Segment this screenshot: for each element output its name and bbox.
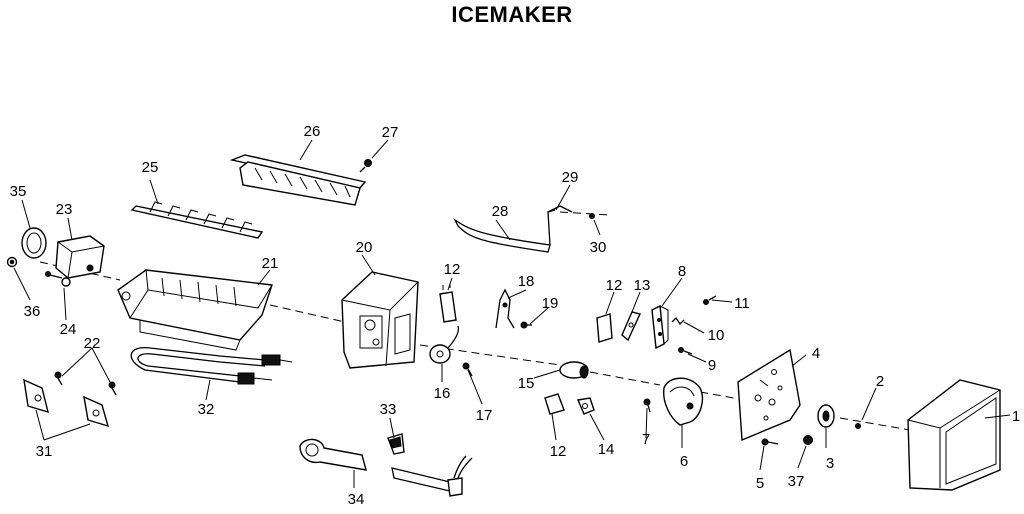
part-7-screw — [643, 398, 651, 413]
part-25-ejector — [130, 201, 264, 239]
callout-1: 1 — [1012, 408, 1020, 425]
part-14-gear — [577, 397, 595, 415]
part-15-thermostat — [559, 361, 589, 379]
part-31-brackets — [23, 378, 110, 428]
callout-30: 30 — [590, 239, 607, 256]
callout-12-right: 12 — [606, 277, 623, 294]
callout-24: 24 — [60, 321, 77, 338]
part-24-screw — [45, 271, 63, 279]
part-30-nut — [589, 213, 595, 219]
part-8-bracket — [651, 304, 669, 350]
callout-3: 3 — [826, 455, 834, 472]
part-19-screw — [520, 321, 532, 329]
part-9-screw — [678, 347, 693, 355]
part-17-screw — [462, 362, 473, 377]
callout-26: 26 — [304, 123, 321, 140]
part-23-housing — [55, 235, 105, 287]
part-3-knob — [817, 404, 835, 428]
callout-29: 29 — [562, 169, 579, 186]
callout-12-top: 12 — [444, 261, 461, 278]
part-29-clip — [547, 205, 573, 213]
part-21-mold — [117, 269, 273, 351]
part-6-motor — [663, 377, 704, 426]
part-13-cam — [621, 311, 641, 342]
callout-9: 9 — [708, 357, 716, 374]
callout-14: 14 — [598, 441, 615, 458]
callout-labels: 26 27 25 35 23 36 24 21 20 28 29 30 12 1… — [10, 123, 1021, 508]
callout-7: 7 — [642, 431, 650, 448]
callout-18: 18 — [518, 273, 535, 290]
part-11-screw — [703, 295, 717, 305]
part-12c-switch — [544, 393, 565, 415]
callout-25: 25 — [142, 159, 159, 176]
part-26-cover — [229, 154, 367, 206]
part-34-wiring-harness — [299, 438, 473, 497]
callout-13: 13 — [634, 277, 651, 294]
part-18-arm — [495, 288, 515, 329]
part-37-nut — [803, 435, 813, 445]
callout-31: 31 — [36, 443, 53, 460]
part-35-ring — [21, 227, 47, 259]
callout-8: 8 — [678, 263, 686, 280]
callout-21: 21 — [262, 255, 279, 272]
callout-20: 20 — [356, 239, 373, 256]
callout-35: 35 — [10, 183, 27, 200]
part-32-fill-tube — [130, 347, 293, 385]
part-20-housing — [341, 271, 419, 369]
part-12b-switch — [596, 313, 613, 343]
part-4-plate — [737, 348, 801, 442]
callout-19: 19 — [542, 295, 559, 312]
callout-37: 37 — [788, 473, 805, 490]
part-1-front-cover — [907, 379, 1001, 491]
part-36-nut — [6, 256, 18, 268]
callout-16: 16 — [434, 385, 451, 402]
part-5-screw — [761, 438, 779, 446]
part-10-spring — [671, 316, 685, 326]
part-2-screw — [855, 423, 861, 429]
part-27-screw — [359, 159, 372, 173]
leader-lines — [13, 139, 1011, 488]
callout-27: 27 — [382, 124, 399, 141]
callout-4: 4 — [812, 345, 820, 362]
callout-10: 10 — [708, 327, 725, 344]
part-33-clamp — [387, 433, 405, 455]
part-22-screws — [54, 371, 117, 396]
callout-33: 33 — [380, 401, 397, 418]
callout-36: 36 — [24, 303, 41, 320]
callout-23: 23 — [56, 201, 73, 218]
callout-5: 5 — [756, 475, 764, 492]
callout-15: 15 — [518, 375, 535, 392]
callout-32: 32 — [198, 401, 215, 418]
callout-11: 11 — [734, 295, 750, 312]
callout-34: 34 — [348, 491, 365, 508]
callout-28: 28 — [492, 203, 509, 220]
callout-12-bottom: 12 — [550, 443, 567, 460]
diagram-title: ICEMAKER — [451, 2, 573, 27]
part-16-motor — [429, 325, 460, 364]
callout-6: 6 — [680, 453, 688, 470]
callout-22: 22 — [84, 335, 101, 352]
callout-2: 2 — [876, 373, 884, 390]
callout-17: 17 — [476, 407, 493, 424]
